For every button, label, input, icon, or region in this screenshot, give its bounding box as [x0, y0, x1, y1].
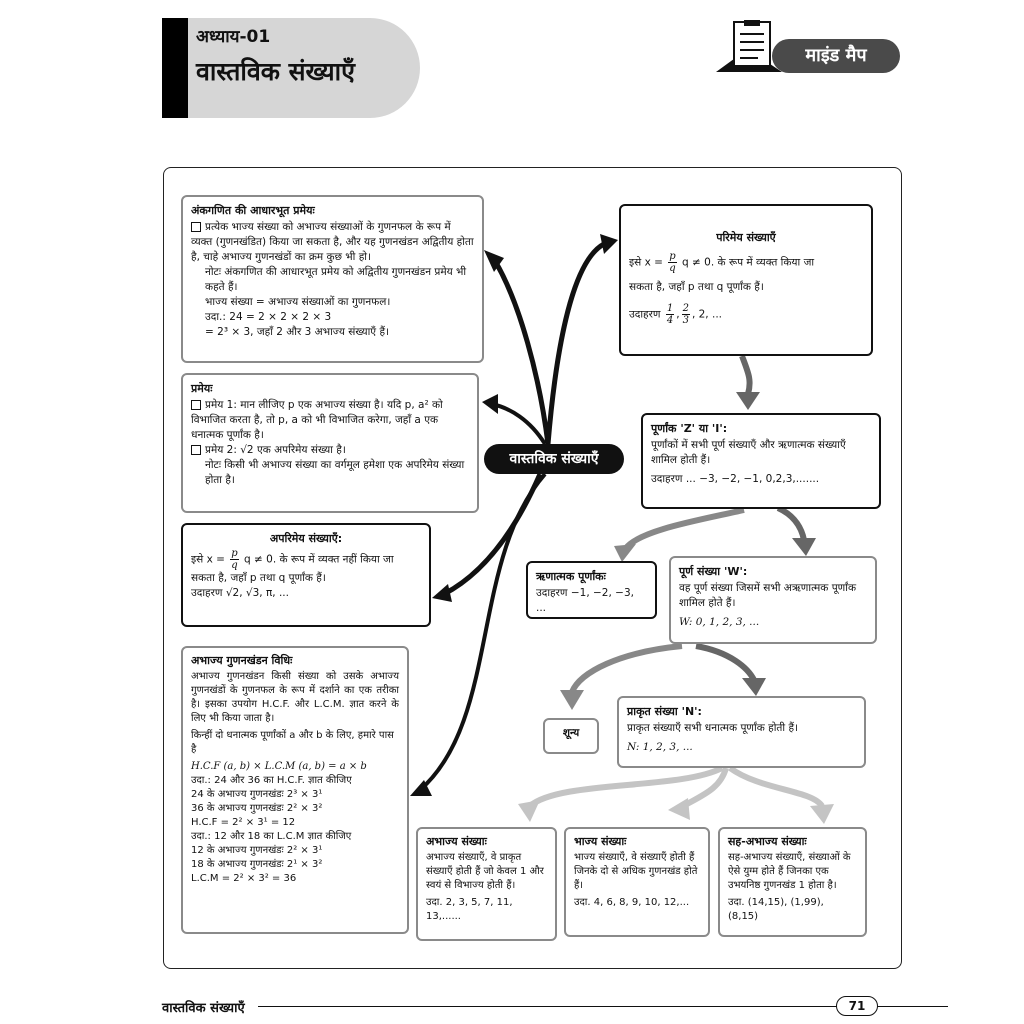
theorem-2: प्रमेय 2: √2 एक अपरिमेय संख्या है। — [205, 444, 346, 456]
rational-line2: सकता है, जहाँ p तथा q पूर्णांक हैं। — [629, 281, 764, 293]
irrational-line1-post: q ≠ 0. के रूप में व्यक्त नहीं किया जा — [244, 553, 394, 566]
prime-numbers-desc: अभाज्य संख्याएँ, वे प्राकृत संख्याएँ होत… — [426, 852, 544, 891]
natural-numbers-example: N: 1, 2, 3, ... — [627, 741, 693, 753]
fundamental-theorem-point: प्रत्येक भाज्य संख्या को अभाज्य संख्याओं… — [191, 221, 474, 263]
coprime-numbers-desc: सह-अभाज्य संख्याएँ, संख्याओं के ऐसे युग्… — [728, 852, 851, 891]
chapter-header-bar — [162, 18, 188, 118]
rational-line1-pre: इसे x = — [629, 256, 663, 269]
irrational-line1-pre: इसे x = — [191, 553, 225, 566]
fundamental-theorem-line1: भाज्य संख्या = अभाज्य संख्याओं का गुणनफल… — [205, 296, 391, 308]
whole-numbers-example: W: 0, 1, 2, 3, ... — [679, 616, 760, 628]
natural-numbers-title: प्राकृत संख्या 'N': — [627, 705, 702, 718]
page-number: 71 — [836, 996, 878, 1016]
footer-divider — [258, 1006, 948, 1007]
theorems-box: प्रमेयः प्रमेय 1: मान लीजिए p एक अभाज्य … — [181, 373, 479, 513]
chapter-number: अध्याय-01 — [196, 27, 271, 47]
fundamental-theorem-note: नोटः अंकगणित की आधारभूत प्रमेय को अद्वित… — [205, 266, 467, 293]
pf-line: 36 के अभाज्य गुणनखंडः 2² × 3² — [191, 803, 323, 814]
prime-factorization-title: अभाज्य गुणनखंडन विधिः — [191, 654, 293, 667]
pf-line: H.C.F = 2² × 3¹ = 12 — [191, 817, 296, 828]
chapter-title: वास्तविक संख्याएँ — [196, 57, 355, 86]
pf-line: 12 के अभाज्य गुणनखंडः 2² × 3¹ — [191, 845, 323, 856]
zero-label: शून्य — [562, 727, 580, 739]
checkbox-icon — [191, 222, 201, 232]
coprime-numbers-example: उदा. (14,15), (1,99), (8,15) — [728, 897, 824, 922]
zero-box: शून्य — [543, 718, 599, 754]
fundamental-theorem-box: अंकगणित की आधारभूत प्रमेयः प्रत्येक भाज्… — [181, 195, 484, 363]
pf-line: उदा.: 24 और 36 का H.C.F. ज्ञात कीजिए — [191, 775, 352, 786]
pf-line: 18 के अभाज्य गुणनखंडः 2¹ × 3² — [191, 859, 323, 870]
fundamental-theorem-line2: उदा.: 24 = 2 × 2 × 2 × 3 — [205, 311, 332, 323]
footer-title: वास्तविक संख्याएँ — [162, 1001, 245, 1016]
whole-numbers-box: पूर्ण संख्या 'W': वह पूर्ण संख्या जिसमें… — [669, 556, 877, 644]
integers-desc: पूर्णांकों में सभी पूर्ण संख्याएँ और ऋणा… — [651, 439, 846, 466]
hcf-lcm-formula: H.C.F (a, b) × L.C.M (a, b) = a × b — [191, 761, 367, 772]
rational-example-pre: उदाहरण — [629, 308, 661, 321]
prime-numbers-box: अभाज्य संख्याः अभाज्य संख्याएँ, वे प्राक… — [416, 827, 557, 941]
checkbox-icon — [191, 445, 201, 455]
clipboard-icon — [716, 20, 782, 72]
pf-line: L.C.M = 2² × 3² = 36 — [191, 873, 297, 884]
rational-line1-post: q ≠ 0. के रूप में व्यक्त किया जा — [682, 256, 815, 269]
composite-numbers-desc: भाज्य संख्याएँ, वे संख्याएँ होती हैं जिन… — [574, 852, 698, 891]
prime-factorization-desc2: किन्हीं दो धनात्मक पूर्णांकों a और b के … — [191, 730, 394, 755]
composite-numbers-example: उदा. 4, 6, 8, 9, 10, 12,... — [574, 897, 690, 908]
fundamental-theorem-title: अंकगणित की आधारभूत प्रमेयः — [191, 204, 315, 217]
theorem-1: प्रमेय 1: मान लीजिए p एक अभाज्य संख्या ह… — [191, 399, 443, 441]
natural-numbers-box: प्राकृत संख्या 'N': प्राकृत संख्याएँ सभी… — [617, 696, 866, 768]
coprime-numbers-title: सह-अभाज्य संख्याः — [728, 835, 807, 848]
whole-numbers-desc: वह पूर्ण संख्या जिसमें सभी अऋणात्मक पूर्… — [679, 582, 857, 609]
integers-box: पूर्णांक 'Z' या 'I': पूर्णांकों में सभी … — [641, 413, 881, 509]
negative-integers-title: ऋणात्मक पूर्णांकः — [536, 570, 606, 583]
irrational-title: अपरिमेय संख्याएँ: — [269, 532, 343, 545]
prime-numbers-title: अभाज्य संख्याः — [426, 835, 487, 848]
chapter-header-tab — [162, 18, 420, 118]
composite-numbers-title: भाज्य संख्याः — [574, 835, 627, 848]
fundamental-theorem-line3: = 2³ × 3, जहाँ 2 और 3 अभाज्य संख्याएँ है… — [205, 326, 389, 338]
rational-example-post: , 2, ... — [691, 308, 722, 321]
prime-factorization-desc: अभाज्य गुणनखंडन किसी संख्या को उसके अभाज… — [191, 671, 399, 724]
prime-numbers-example: उदा. 2, 3, 5, 7, 11, 13,...... — [426, 897, 513, 922]
negative-integers-box: ऋणात्मक पूर्णांकः उदाहरण −1, −2, −3, ... — [526, 561, 657, 619]
theorems-title: प्रमेयः — [191, 382, 213, 395]
irrational-line2: सकता है, जहाँ p तथा q पूर्णांक हैं। — [191, 572, 326, 584]
composite-numbers-box: भाज्य संख्याः भाज्य संख्याएँ, वे संख्याए… — [564, 827, 710, 937]
integers-title: पूर्णांक 'Z' या 'I': — [651, 422, 728, 435]
checkbox-icon — [191, 400, 201, 410]
integers-example: उदाहरण ... −3, −2, −1, 0,2,3,....... — [651, 473, 820, 485]
theorems-note: नोटः किसी भी अभाज्य संख्या का वर्गमूल हम… — [205, 459, 465, 486]
irrational-example: उदाहरण √2, √3, π, ... — [191, 587, 289, 599]
negative-integers-example: उदाहरण −1, −2, −3, ... — [536, 587, 634, 614]
rational-title: परिमेय संख्याएँ — [716, 231, 776, 244]
mind-map-badge: माइंड मैप — [772, 39, 900, 73]
whole-numbers-title: पूर्ण संख्या 'W': — [679, 565, 748, 578]
mind-map-frame — [163, 167, 902, 969]
pf-line: उदा.: 12 और 18 का L.C.M ज्ञात कीजिए — [191, 831, 352, 842]
pf-line: 24 के अभाज्य गुणनखंडः 2³ × 3¹ — [191, 789, 323, 800]
natural-numbers-desc: प्राकृत संख्याएँ सभी धनात्मक पूर्णांक हो… — [627, 722, 799, 734]
prime-factorization-box: अभाज्य गुणनखंडन विधिः अभाज्य गुणनखंडन कि… — [181, 646, 409, 934]
center-node: वास्तविक संख्याएँ — [484, 444, 624, 474]
coprime-numbers-box: सह-अभाज्य संख्याः सह-अभाज्य संख्याएँ, सं… — [718, 827, 867, 937]
